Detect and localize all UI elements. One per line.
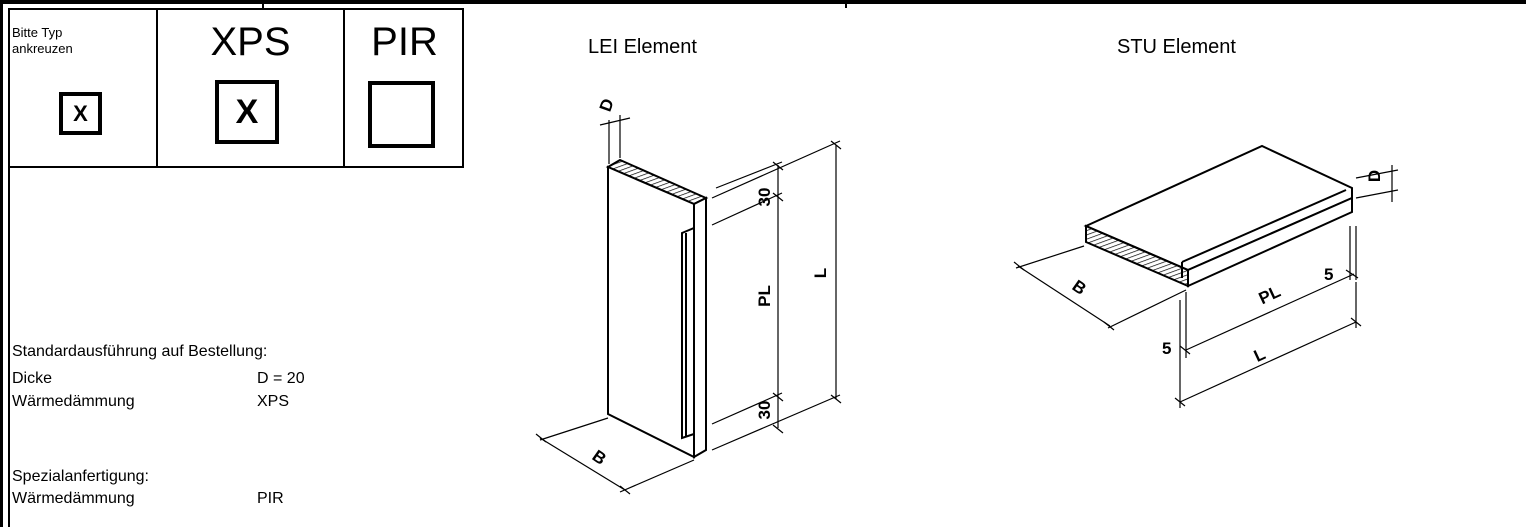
stu-dim-5-right: 5 (1324, 265, 1333, 284)
xps-checkbox[interactable]: X (215, 80, 279, 144)
spec-value-thickness: D = 20 (257, 370, 305, 387)
pir-checkbox[interactable] (368, 81, 435, 148)
lei-dim-30-bottom: 30 (755, 401, 774, 420)
special-label-insulation: Wärmedämmung (12, 490, 135, 507)
stu-drawing (1083, 144, 1353, 288)
frame-left-line (0, 0, 3, 527)
xps-check-mark: X (235, 92, 259, 131)
frame-tick-1 (262, 0, 264, 8)
lei-element-title: LEI Element (588, 36, 697, 58)
stu-side-face (1187, 196, 1353, 288)
lei-side-face (693, 196, 707, 459)
stu-dimensions (1013, 165, 1399, 408)
instruction-label: Bitte Typ ankreuzen (12, 25, 152, 57)
example-check-mark: X (73, 100, 88, 126)
type-selection-table (8, 8, 464, 168)
stu-dim-5-left: 5 (1162, 339, 1171, 358)
instruction-line-2: ankreuzen (12, 41, 73, 56)
lei-tongue (681, 226, 695, 440)
lei-dim-pl: PL (755, 285, 774, 307)
special-title: Spezialanfertigung: (12, 468, 149, 485)
lei-dimensions (535, 115, 842, 495)
frame-tick-2 (845, 0, 847, 8)
table-divider-1 (156, 8, 158, 168)
stu-element-title: STU Element (1117, 36, 1236, 58)
lei-dim-b: B (589, 446, 610, 469)
special-value-insulation: PIR (257, 490, 284, 507)
stu-dim-d: D (1365, 170, 1384, 182)
stu-dim-l: L (1251, 344, 1268, 366)
stu-tongue-edge (1181, 189, 1347, 263)
example-checkbox: X (59, 92, 102, 135)
standard-title: Standardausführung auf Bestellung: (12, 343, 268, 360)
pir-label: PIR (371, 20, 438, 64)
stu-dim-b: B (1069, 276, 1090, 299)
stu-dim-pl: PL (1256, 282, 1284, 308)
spec-label-thickness: Dicke (12, 370, 53, 387)
lei-dim-d: D (596, 96, 618, 114)
frame-top-line (0, 0, 1526, 4)
lei-dim-l: L (811, 268, 830, 278)
left-border-segment (8, 168, 10, 527)
spec-label-insulation: Wärmedämmung (12, 393, 135, 410)
lei-dim-30-top: 30 (755, 188, 774, 207)
spec-value-insulation: XPS (257, 393, 290, 410)
instruction-line-1: Bitte Typ (12, 25, 63, 40)
xps-label: XPS (210, 20, 291, 64)
lei-drawing (605, 158, 709, 459)
table-divider-2 (343, 8, 345, 168)
